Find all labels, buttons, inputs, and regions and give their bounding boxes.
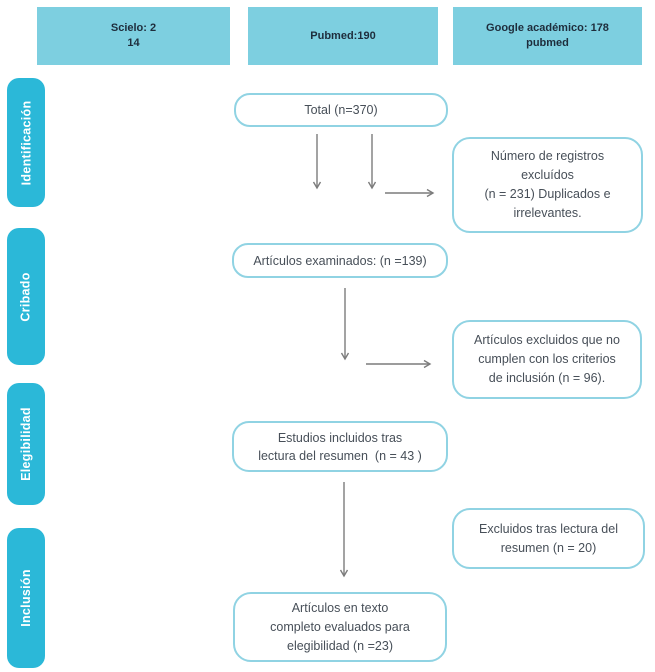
box-text-line: completo evaluados para	[270, 619, 410, 634]
box-text-line: de inclusión (n = 96).	[488, 371, 606, 385]
box-text-line: Artículos examinados: (n =139)	[253, 253, 427, 268]
box-text-line: Artículos excluidos que no	[474, 333, 620, 347]
box-text-line: excluídos	[521, 168, 574, 182]
included-after-abstract-box: Estudios incluidos tras lectura del resu…	[232, 421, 448, 472]
box-text-line: elegibilidad (n =23)	[287, 638, 393, 653]
stage-cribado: Cribado	[7, 228, 45, 365]
fulltext-evaluated-box: Artículos en texto completo evaluados pa…	[233, 592, 447, 662]
total-box: Total (n=370)	[234, 93, 448, 127]
stage-label: Elegibilidad	[19, 407, 33, 481]
examined-box: Artículos examinados: (n =139)	[232, 243, 448, 278]
excluded-duplicates-box: Número de registros excluídos (n = 231) …	[452, 137, 643, 233]
box-text-line: Número de registros	[490, 149, 605, 163]
stage-label: Cribado	[19, 271, 34, 322]
source-text-line: Pubmed:190	[310, 29, 376, 42]
box-text-line: resumen (n = 20)	[500, 540, 597, 555]
box-text-line: irrelevantes.	[513, 206, 582, 220]
box-text-line: Artículos en texto	[291, 600, 389, 615]
box-text-line: Excluidos tras lectura del	[479, 521, 618, 536]
source-box-scielo: Scielo: 2 14	[37, 7, 230, 65]
source-box-pubmed: Pubmed:190	[248, 7, 438, 65]
stage-label: Inclusión	[19, 569, 34, 627]
box-text-line: (n = 231) Duplicados e	[484, 187, 611, 201]
source-text-line: Google académico: 178	[486, 22, 609, 34]
box-text-line: Estudios incluidos tras	[277, 430, 403, 445]
excluded-after-abstract-box: Excluidos tras lectura del resumen (n = …	[452, 508, 645, 569]
box-text-line: Total (n=370)	[304, 103, 378, 117]
source-text-line: Scielo: 2	[110, 22, 157, 34]
stage-identificacion: Identificación	[7, 78, 45, 207]
source-text-line: 14	[127, 37, 140, 49]
box-text-line: lectura del resumen (n = 43 )	[258, 448, 422, 463]
box-text-line: cumplen con los criterios	[478, 352, 616, 366]
excluded-criteria-box: Artículos excluidos que no cumplen con l…	[452, 320, 642, 399]
stage-label: Identificación	[19, 100, 33, 185]
source-box-google-academico: Google académico: 178 pubmed	[453, 7, 642, 65]
source-text-line: pubmed	[526, 37, 569, 49]
stage-elegibilidad: Elegibilidad	[7, 383, 45, 505]
stage-inclusion: Inclusión	[7, 528, 45, 668]
